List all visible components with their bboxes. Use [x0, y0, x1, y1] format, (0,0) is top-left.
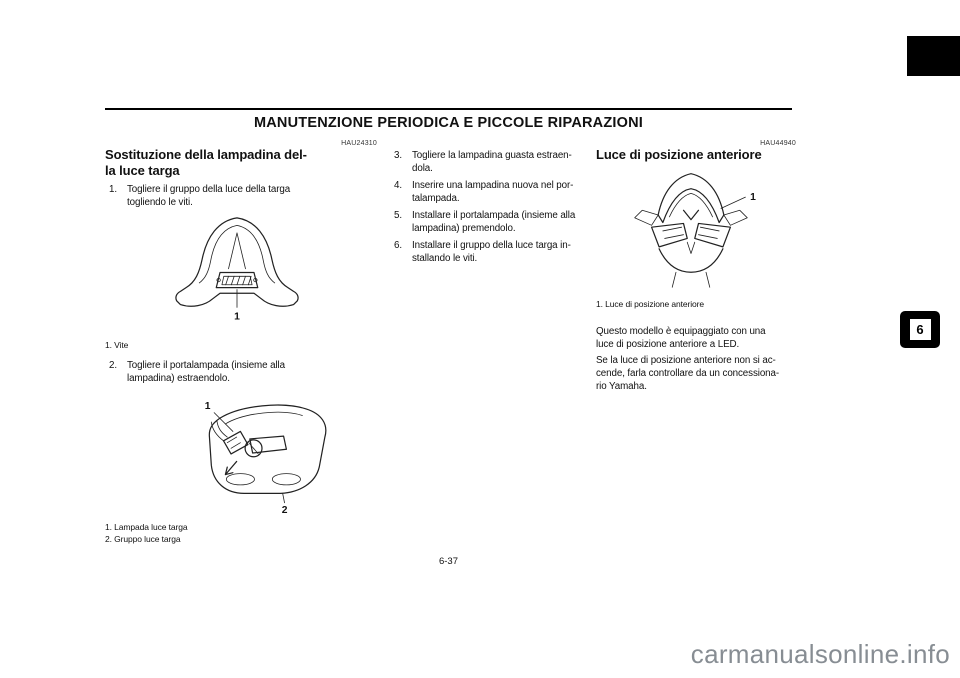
figure-tail-cowl: 1 [171, 214, 377, 336]
section-heading-left: Sostituzione della lampadina del- la luc… [105, 147, 307, 178]
license-plate-bulb-illustration: 1 2 [205, 401, 327, 516]
figure-front-cowl: 1 [614, 169, 796, 295]
step-6-number: 6. [394, 240, 402, 251]
figure3-caption-1: 1. Luce di posizione anteriore [596, 298, 705, 309]
paragraph-code-right: HAU44940 [760, 140, 796, 147]
step-6-text: Installare il gruppo della luce targa in… [412, 240, 571, 264]
step-5-text: Installare il portalampada (insieme alla… [412, 210, 576, 234]
tail-cowl-illustration: 1 [175, 217, 299, 323]
corner-print-mark [907, 36, 960, 76]
step-5: 5. Installare il portalampada (insieme a… [390, 209, 596, 235]
step-2-number: 2. [109, 360, 117, 371]
step-3-number: 3. [394, 150, 402, 161]
step-3-text: Togliere la lampadina guasta estraen- do… [412, 150, 572, 174]
section-heading-right: Luce di posizione anteriore [596, 147, 762, 162]
body-paragraph-2: Se la luce di posizione anteriore non si… [596, 354, 780, 392]
chapter-tab: 6 [900, 311, 940, 348]
figure3-callout-1: 1 [750, 191, 756, 202]
figure2-caption-2: 2. Gruppo luce targa [105, 534, 181, 544]
figure2-callout-2: 2 [282, 505, 288, 514]
watermark-text: carmanualsonline.info [690, 639, 950, 669]
front-cowl-illustration: 1 [634, 172, 756, 288]
paragraph-code-left: HAU24310 [341, 140, 377, 147]
figure1-caption-1: 1. Vite [105, 340, 129, 350]
step-2-text: Togliere il portalampada (insieme alla l… [127, 360, 285, 384]
left-column: HAU24310 Sostituzione della lampadina de… [105, 137, 377, 545]
figure-plate-bulb: 1 2 [189, 392, 377, 518]
chapter-title: MANUTENZIONE PERIODICA E PICCOLE RIPARAZ… [253, 115, 644, 131]
step-4-text: Inserire una lampadina nuova nel por- ta… [412, 180, 574, 204]
figure1-callout-1: 1 [234, 312, 240, 323]
step-3: 3. Togliere la lampadina guasta estraen-… [390, 149, 596, 175]
step-2: 2. Togliere il portalampada (insieme all… [105, 359, 377, 385]
step-4: 4. Inserire una lampadina nuova nel por-… [390, 179, 596, 205]
step-5-number: 5. [394, 210, 402, 221]
step-1-text: Togliere il gruppo della luce della targ… [127, 184, 291, 208]
figure2-callout-1: 1 [205, 401, 211, 412]
middle-column: 3. Togliere la lampadina guasta estraen-… [390, 149, 596, 269]
page-number: 6-37 [438, 556, 458, 567]
chapter-tab-number: 6 [909, 319, 931, 340]
figure2-caption-1: 1. Lampada luce targa [105, 522, 188, 532]
step-6: 6. Installare il gruppo della luce targa… [390, 239, 596, 265]
step-1-number: 1. [109, 184, 117, 195]
step-1: 1. Togliere il gruppo della luce della t… [105, 183, 377, 209]
body-paragraph-1: Questo modello è equipaggiato con una lu… [596, 325, 766, 350]
page-header: MANUTENZIONE PERIODICA E PICCOLE RIPARAZ… [105, 108, 792, 131]
step-4-number: 4. [394, 180, 402, 191]
right-column: HAU44940 Luce di posizione anteriore [596, 137, 796, 393]
